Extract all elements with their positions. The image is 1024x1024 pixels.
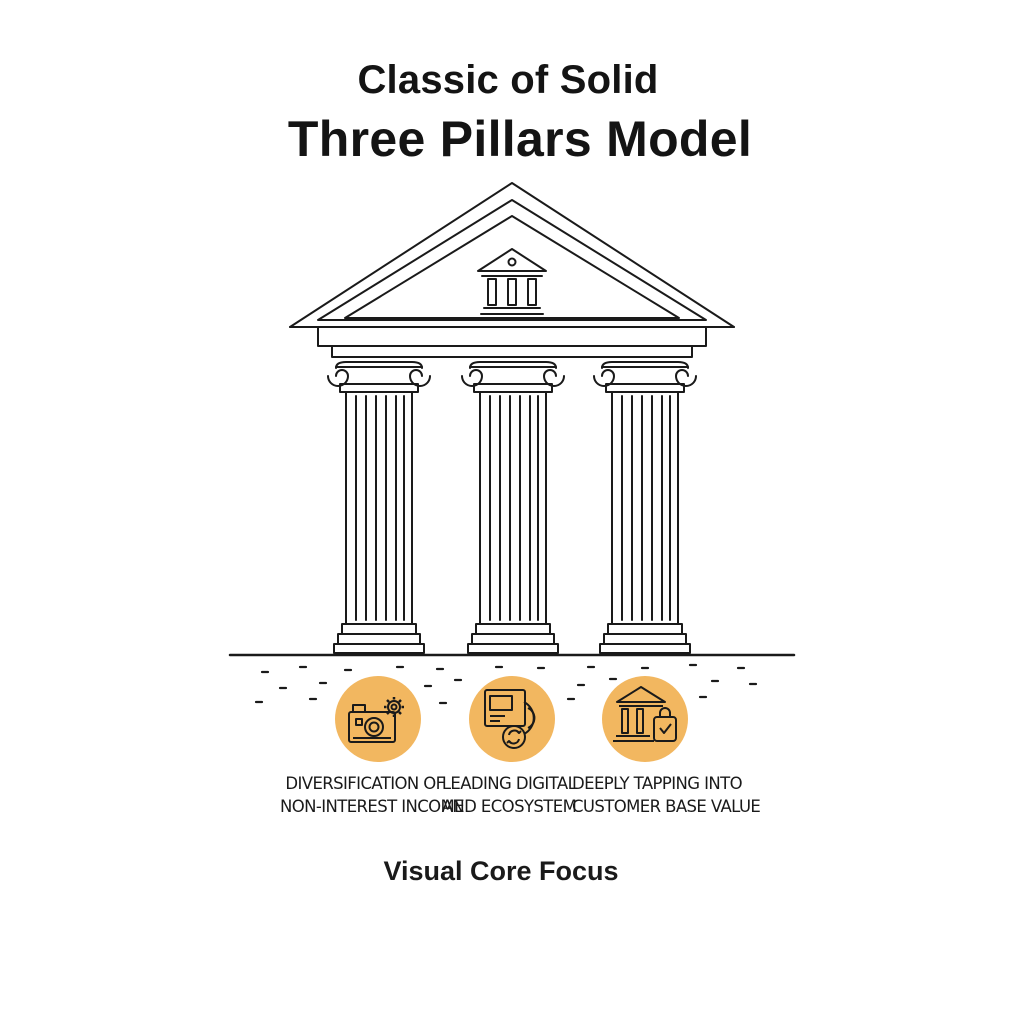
title-line-1: Classic of Solid [357, 58, 659, 102]
digital-ecosystem-icon [484, 689, 536, 749]
bank-customer-icon [613, 686, 677, 742]
camera-gear-icon [348, 697, 404, 743]
title-line-2: Three Pillars Model [287, 111, 753, 167]
column-1 [327, 361, 431, 654]
pillar-label-1-line-1: DIVERSIFICATION OF [285, 774, 445, 793]
pillar-icon-3 [602, 676, 688, 762]
column-3 [593, 361, 697, 654]
pillar-label-1-line-2: NON-INTEREST INCOME [280, 797, 465, 816]
footer-label: Visual Core Focus [383, 856, 619, 886]
pillar-label-2: LEADING DIGITAL AND ECOSYSTEM [424, 772, 594, 818]
pillar-label-2-line-1: LEADING DIGITAL [441, 774, 577, 793]
entablature [317, 326, 707, 358]
pillar-label-3: DEEPLY TAPPING INTO CUSTOMER BASE VALUE [572, 772, 761, 818]
temple-emblem-icon [477, 248, 547, 315]
pillar-icon-2 [469, 676, 555, 762]
ground-dashes [254, 663, 758, 705]
pillar-label-3-line-1: DEEPLY TAPPING INTO [572, 774, 743, 793]
pillar-icon-1 [335, 676, 421, 762]
column-2 [461, 361, 565, 654]
pillar-label-3-line-2: CUSTOMER BASE VALUE [572, 797, 761, 816]
pillar-label-1: DIVERSIFICATION OF NON-INTEREST INCOME [280, 772, 465, 818]
pillar-label-2-line-2: AND ECOSYSTEM [441, 797, 577, 816]
